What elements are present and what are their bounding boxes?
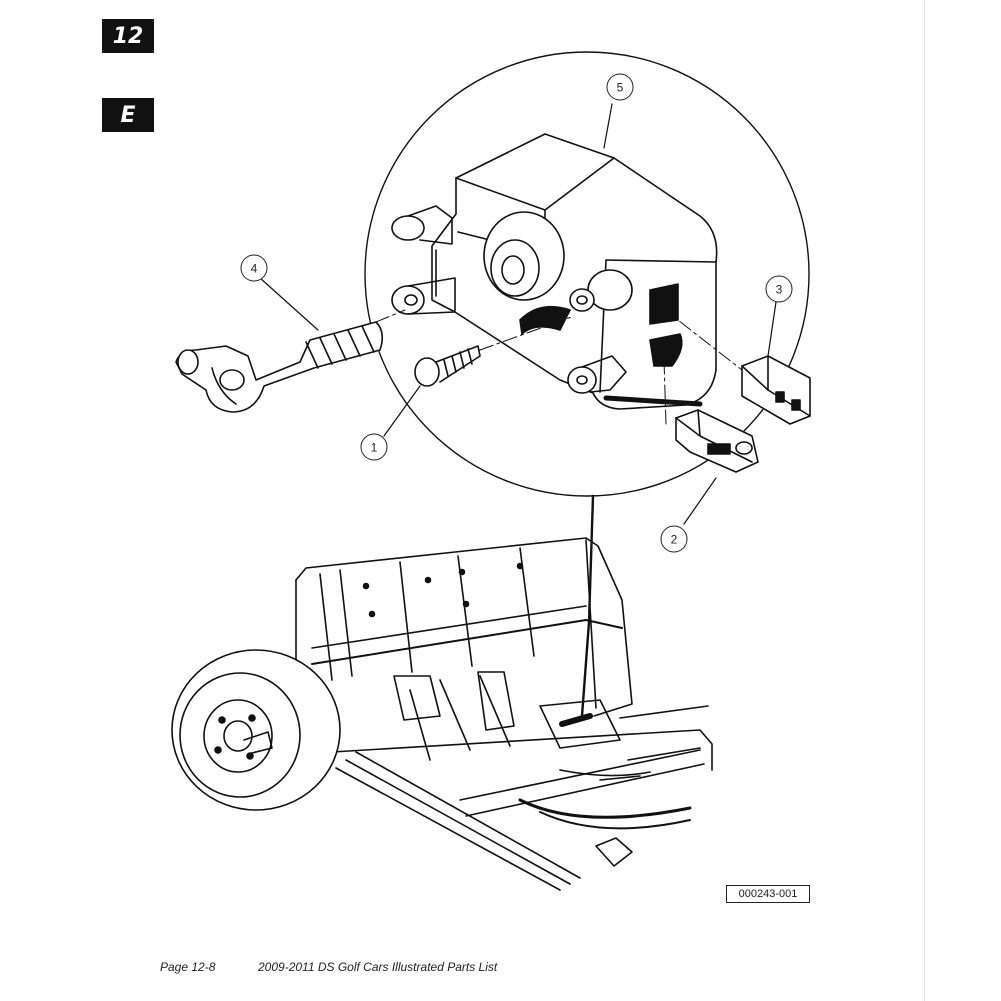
assembly-housing xyxy=(391,133,718,410)
callout-3: 3 xyxy=(765,275,793,303)
chapter-tab: 12 xyxy=(102,19,154,53)
page-edge-rule xyxy=(924,0,925,1001)
svg-text:5: 5 xyxy=(617,81,624,95)
callout-1: 1 xyxy=(360,433,388,461)
svg-text:3: 3 xyxy=(776,283,783,297)
svg-text:4: 4 xyxy=(251,262,258,276)
connector-lower xyxy=(663,359,759,473)
svg-text:1: 1 xyxy=(371,441,378,455)
callout-4: 4 xyxy=(240,254,268,282)
footer-document-title: 2009-2011 DS Golf Cars Illustrated Parts… xyxy=(258,960,498,974)
figure-id-label: 000243-001 xyxy=(726,885,810,903)
detail-leader-line xyxy=(580,494,595,718)
svg-text:2: 2 xyxy=(671,533,678,547)
mounting-screw xyxy=(414,315,575,387)
rear-wheel xyxy=(171,649,341,811)
drive-shaft xyxy=(175,309,406,413)
detail-circle xyxy=(364,51,810,497)
footer-page-number: Page 12-8 xyxy=(160,960,216,974)
vehicle-frame xyxy=(295,537,713,891)
section-tab: E xyxy=(102,98,154,132)
callout-5: 5 xyxy=(606,73,634,101)
callout-2: 2 xyxy=(660,525,688,553)
